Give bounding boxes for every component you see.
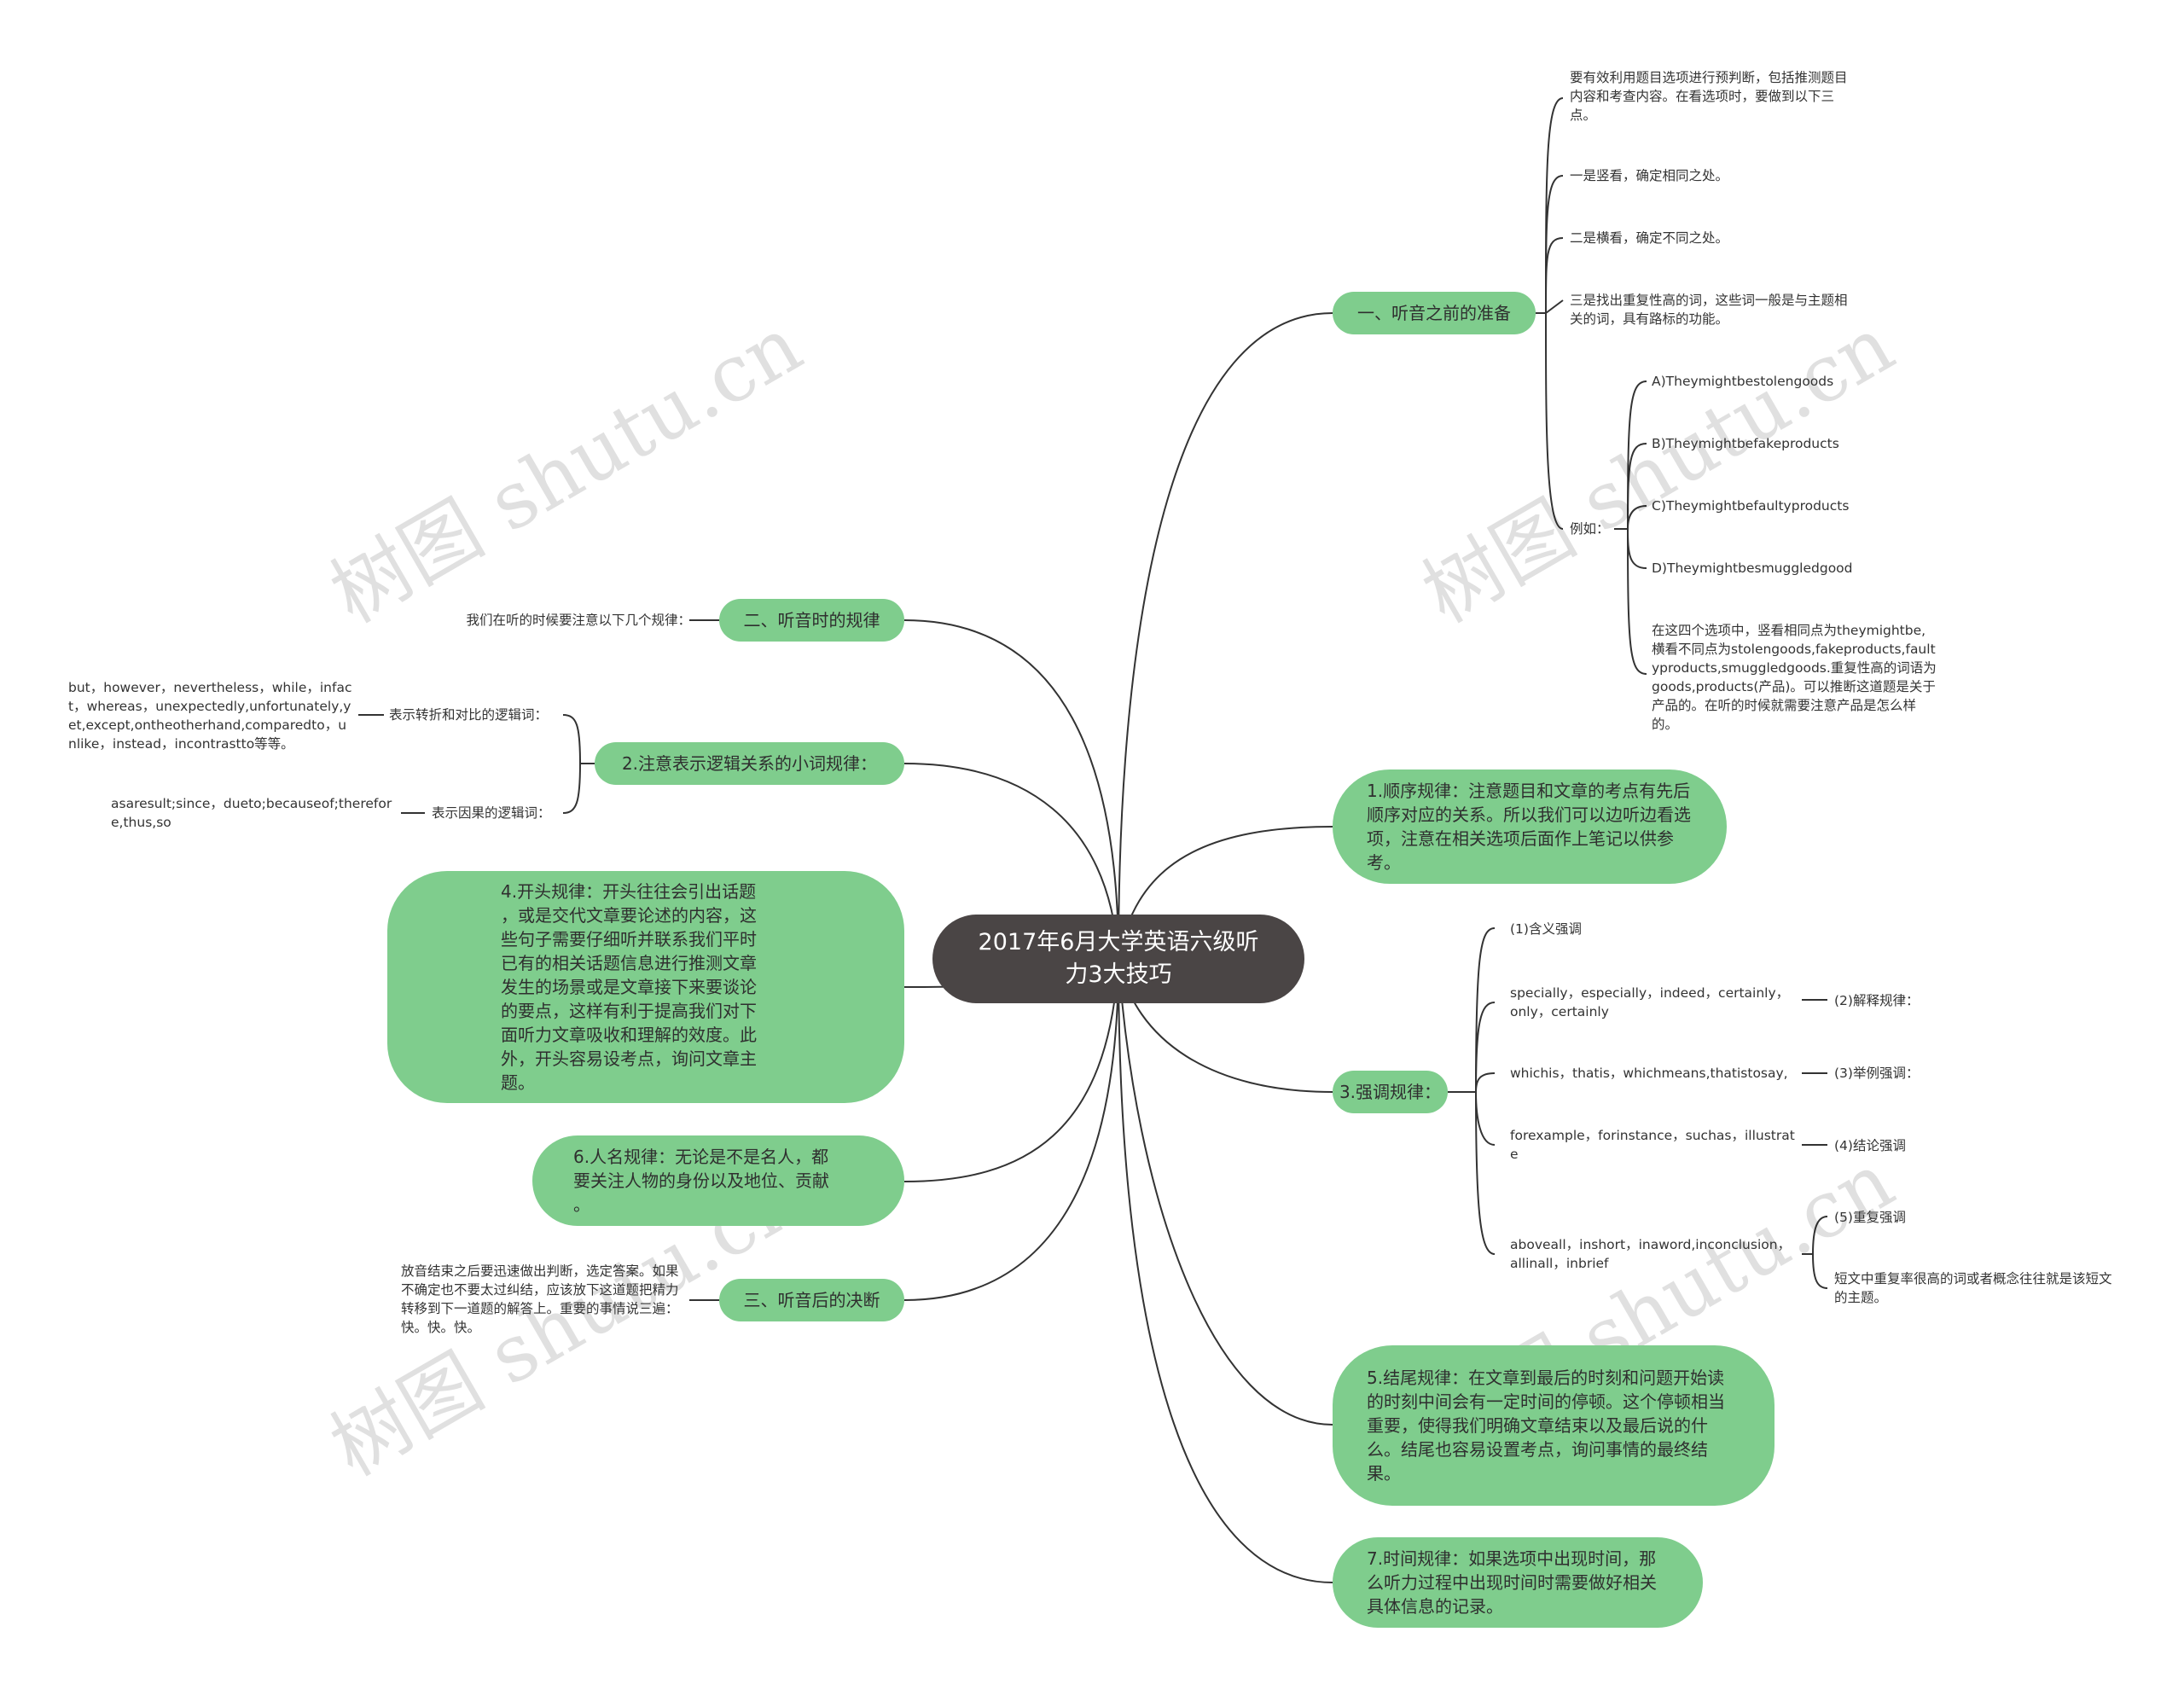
emphasis-words-explain: specially，especially，indeed，certainly，on… xyxy=(1510,985,1790,1019)
rule-time-text: 7.时间规律：如果选项中出现时间，那么听力过程中出现时间时需要做好相关具体信息的… xyxy=(1367,1548,1657,1617)
central-topic[interactable]: 2017年6月大学英语六级听力3大技巧 xyxy=(932,915,1304,1003)
connector xyxy=(562,714,581,764)
rule-names-line: 要关注人物的身份以及地位、贡献 xyxy=(573,1170,829,1191)
branch-before-listening[interactable]: 一、听音之前的准备 xyxy=(1333,292,1536,334)
connector xyxy=(562,763,581,814)
connector xyxy=(1545,312,1564,530)
connector xyxy=(1812,1216,1828,1255)
option-b: B)Theymightbefakeproducts xyxy=(1652,436,1839,451)
branch1-point-keywords: 三是找出重复性高的词，这些词一般是与主题相关的词，具有路标的功能。 xyxy=(1570,293,1848,327)
rule-opening-line: 外，开头容易设考点，询问文章主 xyxy=(501,1048,757,1069)
rule-time[interactable]: 7.时间规律：如果选项中出现时间，那么听力过程中出现时间时需要做好相关具体信息的… xyxy=(1333,1537,1703,1628)
connector xyxy=(1475,927,1496,1093)
emphasis-words-repeat: aboveall，inshort，inaword,inconclusion，al… xyxy=(1510,1237,1792,1271)
rule-emphasis[interactable]: 3.强调规律： xyxy=(1333,1071,1448,1113)
contrast-words: but，however，nevertheless，while，infact，wh… xyxy=(68,680,352,752)
cause-words: asaresult;since，dueto;becauseof;therefor… xyxy=(111,796,392,830)
rule-names[interactable]: 6.人名规律：无论是不是名人，都 要关注人物的身份以及地位、贡献 。 xyxy=(532,1135,904,1226)
rule-opening-line: 的要点，这样有利于提高我们对下 xyxy=(501,1001,757,1021)
connector xyxy=(903,763,1119,960)
rule-opening[interactable]: 4.开头规律：开头往往会引出话题 ，或是交代文章要论述的内容，这 些句子需要仔细… xyxy=(387,871,904,1103)
connector xyxy=(1545,299,1564,314)
connector xyxy=(903,958,1119,1182)
rule-ending[interactable]: 5.结尾规律：在文章到最后的时刻和问题开始读的时刻中间会有一定时间的停顿。这个停… xyxy=(1333,1345,1774,1506)
connector xyxy=(1475,1002,1496,1093)
connector xyxy=(1627,528,1647,675)
connector xyxy=(1475,1091,1496,1255)
connector xyxy=(1118,312,1333,960)
branch1-point-horizontal: 二是横看，确定不同之处。 xyxy=(1570,230,1729,246)
rule-opening-line: 已有的相关话题信息进行推测文章 xyxy=(501,953,757,973)
connector xyxy=(1627,528,1647,569)
rule-opening-line: 4.开头规律：开头往往会引出话题 xyxy=(501,881,757,902)
emphasis-example-label: (3)举例强调： xyxy=(1834,1066,1920,1081)
option-d: D)Theymightbesmuggledgood xyxy=(1652,560,1853,576)
emphasis-meaning: (1)含义强调 xyxy=(1510,921,1582,937)
branch-after-listening[interactable]: 三、听音后的决断 xyxy=(719,1279,904,1321)
rule-opening-line: 发生的场景或是文章接下来要谈论 xyxy=(501,977,757,997)
rule-logic-words[interactable]: 2.注意表示逻辑关系的小词规律： xyxy=(595,742,904,785)
emphasis-repeat-label: (5)重复强调 xyxy=(1834,1210,1906,1225)
branch1-example-label: 例如： xyxy=(1570,521,1610,537)
connector xyxy=(1545,237,1564,314)
rule-names-line: 6.人名规律：无论是不是名人，都 xyxy=(573,1147,829,1167)
connector xyxy=(1118,958,1333,1426)
rule-opening-line: 面听力文章吸收和理解的效度。此 xyxy=(501,1025,757,1045)
connector xyxy=(903,619,1119,960)
cause-label: 表示因果的逻辑词： xyxy=(432,805,551,821)
option-a: A)Theymightbestolengoods xyxy=(1652,374,1834,389)
rule-opening-line: 题。 xyxy=(501,1072,535,1093)
emphasis-conclusion-label: (4)结论强调 xyxy=(1834,1138,1906,1153)
connector xyxy=(1627,443,1647,530)
branch1-intro: 要有效利用题目选项进行预判断，包括推测题目内容和考查内容。在看选项时，要做到以下… xyxy=(1570,70,1848,123)
branch1-analysis: 在这四个选项中，竖看相同点为theymightbe,横看不同点为stolengo… xyxy=(1652,623,1937,732)
rule-names-line: 。 xyxy=(573,1194,590,1215)
branch2-note: 我们在听的时候要注意以下几个规律： xyxy=(466,613,691,628)
branch3-note: 放音结束之后要迅速做出判断，选定答案。如果不确定也不要太过纠结，应该放下这道题把… xyxy=(401,1263,679,1335)
branch-while-listening[interactable]: 二、听音时的规律 xyxy=(719,599,904,642)
connector xyxy=(1545,175,1564,314)
rule-order-text: 1.顺序规律：注意题目和文章的考点有先后顺序对应的关系。所以我们可以边听边看选项… xyxy=(1367,781,1691,873)
contrast-label: 表示转折和对比的逻辑词： xyxy=(389,707,549,723)
connector xyxy=(1475,1072,1496,1093)
branch1-point-vertical: 一是竖看，确定相同之处。 xyxy=(1570,168,1729,183)
emphasis-words-example: whichis，thatis，whichmeans,thatistosay, xyxy=(1510,1066,1788,1081)
connector xyxy=(1475,1091,1496,1146)
emphasis-words-conclusion: forexample，forinstance，suchas，illustrate xyxy=(1510,1128,1795,1162)
connector xyxy=(903,958,1119,1301)
rule-opening-line: 些句子需要仔细听并联系我们平时 xyxy=(501,929,757,950)
connector xyxy=(1812,1253,1828,1289)
option-c: C)Theymightbefaultyproducts xyxy=(1652,498,1850,514)
connector xyxy=(1627,505,1647,530)
rule-ending-text: 5.结尾规律：在文章到最后的时刻和问题开始读的时刻中间会有一定时间的停顿。这个停… xyxy=(1367,1368,1725,1484)
emphasis-repeat-note: 短文中重复率很高的词或者概念往往就是该短文的主题。 xyxy=(1834,1271,2112,1305)
rule-opening-line: ，或是交代文章要论述的内容，这 xyxy=(501,905,757,926)
rule-order[interactable]: 1.顺序规律：注意题目和文章的考点有先后顺序对应的关系。所以我们可以边听边看选项… xyxy=(1333,770,1727,884)
emphasis-explain-label: (2)解释规律： xyxy=(1834,993,1920,1008)
connector xyxy=(1118,958,1333,1583)
